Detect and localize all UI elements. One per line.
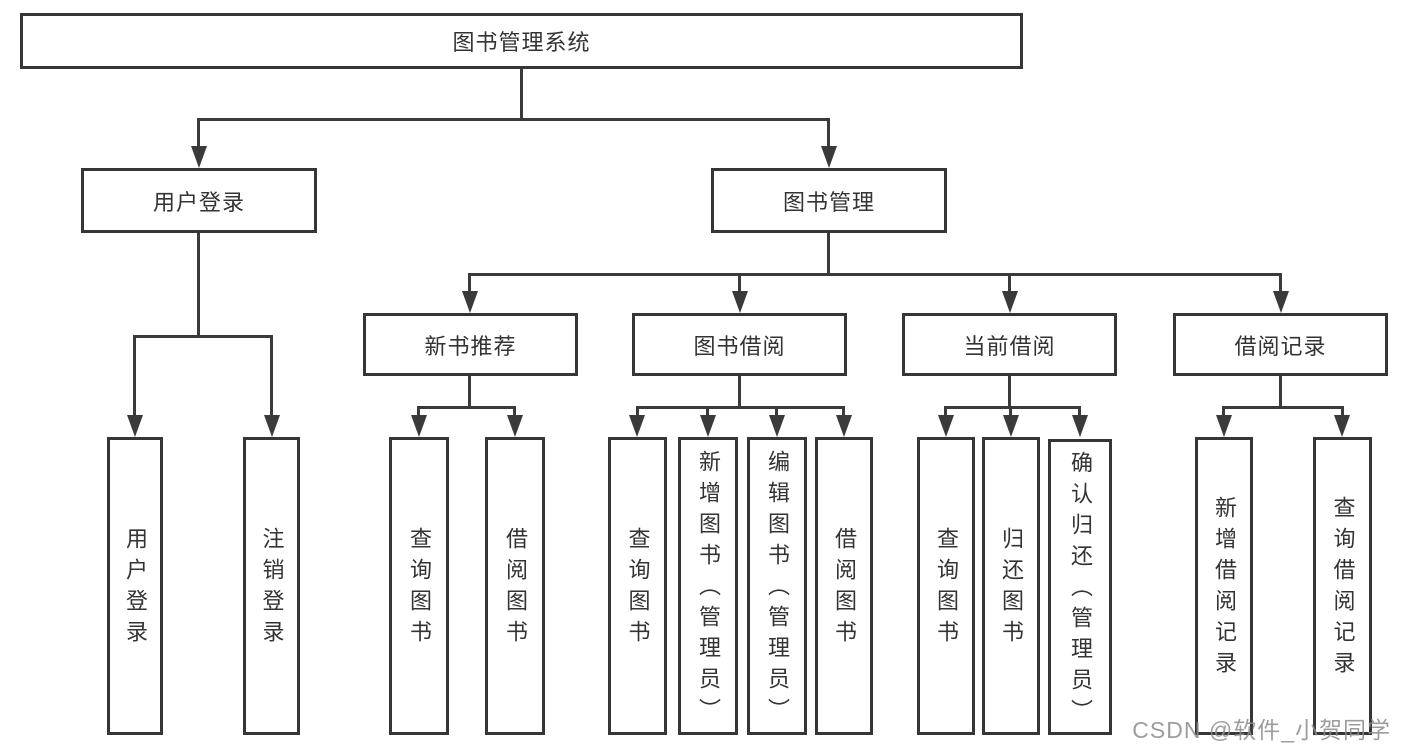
leaf-confirm-return-admin: 确认归还（管理员）: [1048, 439, 1112, 735]
leaf-query-books-current: 查询图书: [917, 437, 975, 735]
csdn-watermark: CSDN @软件_小贺同学: [1132, 717, 1391, 743]
arrow-down-icon: [1334, 415, 1350, 437]
arrow-down-icon: [629, 415, 645, 437]
connector-line: [197, 233, 200, 335]
connector-line: [636, 406, 639, 418]
connector-line: [775, 406, 778, 418]
connector-line: [197, 118, 200, 150]
node-borrow-records: 借阅记录: [1173, 313, 1388, 376]
connector-line: [418, 406, 516, 409]
leaf-user-login: 用户登录: [107, 437, 163, 735]
node-book-management: 图书管理: [711, 168, 947, 233]
connector-line: [133, 335, 136, 419]
connector-line: [842, 406, 845, 418]
connector-line: [1222, 406, 1225, 418]
connector-line: [827, 118, 830, 150]
connector-line: [417, 406, 420, 418]
connector-line: [738, 376, 741, 406]
arrow-down-icon: [1273, 291, 1289, 313]
connector-line: [1223, 406, 1343, 409]
arrow-down-icon: [938, 415, 954, 437]
leaf-borrow-books-new: 借阅图书: [485, 437, 545, 735]
connector-line: [134, 335, 273, 338]
arrow-down-icon: [411, 415, 427, 437]
leaf-return-books: 归还图书: [982, 437, 1040, 735]
connector-line: [1341, 406, 1344, 418]
connector-line: [513, 406, 516, 418]
arrow-down-icon: [462, 291, 478, 313]
connector-line: [1078, 406, 1081, 418]
leaf-query-books-new: 查询图书: [389, 437, 449, 735]
arrow-down-icon: [507, 415, 523, 437]
node-new-book-recommend: 新书推荐: [363, 313, 578, 376]
node-library-system: 图书管理系统: [20, 13, 1023, 69]
connector-line: [1279, 273, 1282, 293]
connector-line: [468, 376, 471, 406]
arrow-down-icon: [1002, 291, 1018, 313]
node-user-login: 用户登录: [81, 168, 317, 233]
connector-line: [1279, 376, 1282, 406]
connector-line: [198, 118, 830, 121]
node-current-borrow: 当前借阅: [902, 313, 1117, 376]
leaf-add-borrow-record: 新增借阅记录: [1195, 437, 1253, 735]
arrow-down-icon: [836, 415, 852, 437]
connector-line: [636, 406, 844, 409]
leaf-query-borrow-record: 查询借阅记录: [1313, 437, 1372, 735]
leaf-query-books-borrow: 查询图书: [608, 437, 667, 735]
node-book-borrow: 图书借阅: [632, 313, 847, 376]
connector-line: [520, 69, 523, 118]
arrow-down-icon: [127, 415, 143, 437]
arrow-down-icon: [1216, 415, 1232, 437]
connector-line: [945, 406, 1080, 409]
leaf-logout: 注销登录: [243, 437, 300, 735]
arrow-down-icon: [821, 146, 837, 168]
leaf-edit-books-admin: 编辑图书（管理员）: [747, 437, 807, 735]
arrow-down-icon: [1003, 415, 1019, 437]
connector-line: [270, 335, 273, 419]
connector-line: [738, 273, 741, 293]
connector-line: [1008, 376, 1011, 406]
connector-line: [1008, 273, 1011, 293]
arrow-down-icon: [264, 415, 280, 437]
arrow-down-icon: [1072, 415, 1088, 437]
connector-line: [944, 406, 947, 418]
connector-line: [468, 273, 471, 293]
leaf-add-books-admin: 新增图书（管理员）: [678, 437, 738, 735]
connector-line: [1009, 406, 1012, 418]
arrow-down-icon: [732, 291, 748, 313]
arrow-down-icon: [700, 415, 716, 437]
connector-line: [706, 406, 709, 418]
connector-line: [827, 233, 830, 273]
connector-line: [468, 273, 1282, 276]
leaf-borrow-books-borrow: 借阅图书: [815, 437, 873, 735]
arrow-down-icon: [769, 415, 785, 437]
arrow-down-icon: [191, 146, 207, 168]
